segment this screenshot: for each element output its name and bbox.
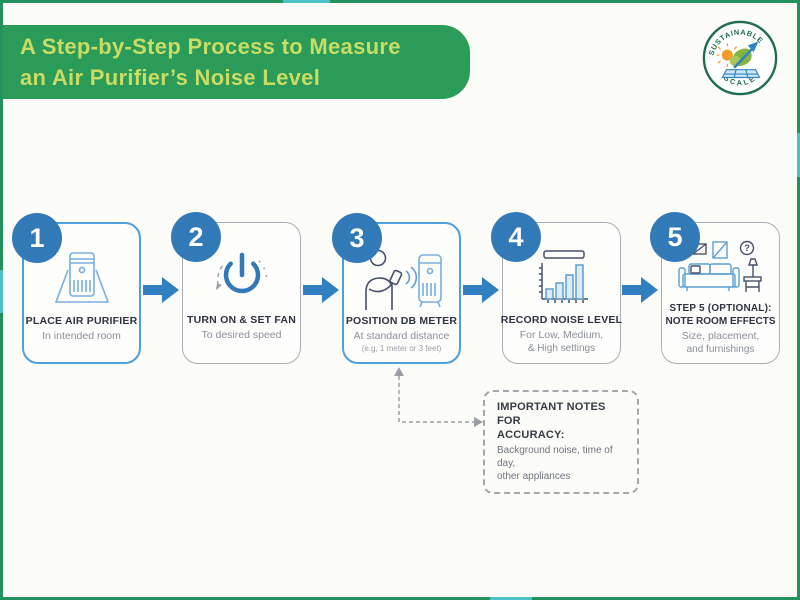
- step-title: STEP 5 (OPTIONAL):: [669, 303, 772, 314]
- step-title: TURN ON & SET FAN: [187, 314, 296, 326]
- flow-arrow-icon: [303, 277, 339, 303]
- page-border-right: [797, 0, 800, 600]
- question-mark-glyph: ?: [744, 243, 750, 253]
- logo-arrow-icon: [733, 41, 759, 69]
- notes-body-line2: other appliances: [497, 471, 571, 482]
- step-title: POSITION DB METER: [345, 315, 458, 327]
- step-subtitle-line2: & High settings: [527, 343, 596, 354]
- step-subtitle: Size, placement,: [681, 330, 760, 342]
- step-title-line2: NOTE ROOM EFFECTS: [665, 316, 776, 327]
- step-number-badge: 2: [171, 212, 221, 262]
- bar-chart-icon: [524, 247, 600, 309]
- flow-arrow-icon: [143, 277, 179, 303]
- notes-title-line2: ACCURACY:: [497, 429, 565, 441]
- step-subtitle: For Low, Medium,: [519, 329, 604, 341]
- page-border-top: [0, 0, 800, 3]
- step-subtitle: At standard distance: [353, 330, 450, 342]
- step-card-2: 2 TURN ON & SET FAN To desired speed: [171, 212, 301, 364]
- step-number-badge: 3: [332, 213, 382, 263]
- step-card-1: 1 PLACE AIR PURIFIER In intended room: [12, 213, 141, 364]
- step-card-3: 3: [332, 213, 461, 364]
- notes-title-line1: IMPORTANT NOTES FOR: [497, 401, 606, 427]
- page-border-bottom: [0, 597, 800, 600]
- flow-arrow-icon: [622, 277, 658, 303]
- step-number-badge: 5: [650, 212, 700, 262]
- step-number-badge: 4: [491, 212, 541, 262]
- step-note: (e.g, 1 meter or 3 feet): [361, 344, 442, 353]
- step-subtitle-line2: and furnishings: [686, 344, 755, 355]
- header-banner: A Step-by-Step Process to Measure an Air…: [3, 25, 470, 99]
- step-card-4: 4 RECORD NOISE LEVEL For Low, Med: [491, 212, 623, 364]
- air-purifier-icon: [44, 248, 120, 310]
- dashed-connector-arrow: [394, 367, 483, 427]
- flow-arrow-icon: [463, 277, 499, 303]
- step-card-5: 5 ?: [650, 212, 780, 364]
- page-title-line1: A Step-by-Step Process to Measure: [20, 34, 401, 59]
- step-subtitle: In intended room: [42, 330, 121, 342]
- sustainable-scale-logo: SUSTAINABLE SCALE: [702, 20, 778, 96]
- page-title-line2: an Air Purifier’s Noise Level: [20, 65, 321, 90]
- page-border-left: [0, 0, 3, 600]
- logo-solar-panel-icon: [721, 69, 761, 79]
- step-title: RECORD NOISE LEVEL: [500, 314, 623, 326]
- step-title: PLACE AIR PURIFIER: [25, 315, 138, 327]
- step-subtitle: To desired speed: [201, 329, 282, 341]
- notes-body-line1: Background noise, time of day,: [497, 445, 613, 469]
- step-number-badge: 1: [12, 213, 62, 263]
- power-button-icon: [204, 247, 280, 309]
- accuracy-notes-box: IMPORTANT NOTES FOR ACCURACY: Background…: [483, 390, 639, 494]
- logo-sun-icon: [716, 43, 738, 67]
